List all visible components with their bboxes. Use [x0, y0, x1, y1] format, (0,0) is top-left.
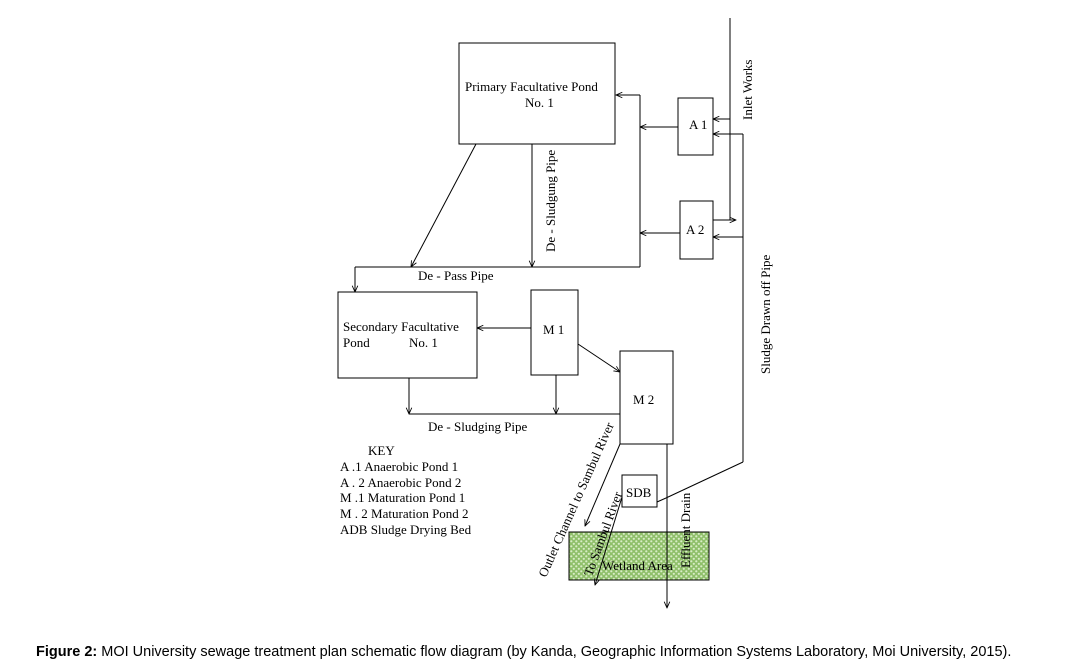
key-item: M . 2 Maturation Pond 2	[340, 506, 469, 521]
anaerobic-pond-a2	[679, 200, 714, 260]
de-sludging-pipe-bottom-label: De - Sludging Pipe	[428, 419, 528, 434]
a1-label: A 1	[689, 117, 707, 132]
wetland-label: Wetland Area	[602, 558, 673, 573]
primary-pond-line1: Primary Facultative Pond	[465, 79, 598, 94]
key-item: A . 2 Anaerobic Pond 2	[340, 475, 461, 490]
secondary-facultative-pond	[337, 291, 478, 379]
primary-pond-line2: No. 1	[525, 95, 554, 110]
anaerobic-outflow-pipes	[616, 95, 680, 267]
secondary-pond-line1: Secondary Facultative	[343, 319, 459, 334]
maturation-pond-m2	[619, 350, 674, 445]
secondary-pond-line2b: No. 1	[409, 335, 438, 350]
wetland-area	[568, 531, 710, 581]
m1-label: M 1	[543, 322, 564, 337]
sludge-drying-bed	[621, 474, 658, 508]
sludge-drawn-off-pipe	[656, 134, 744, 503]
key-item: ADB Sludge Drying Bed	[340, 522, 472, 537]
inlet-works-pipe	[713, 18, 736, 220]
m1-to-m2-pipe	[577, 343, 620, 372]
figure-label: Figure 2:	[36, 644, 98, 660]
key-item: M .1 Maturation Pond 1	[340, 490, 465, 505]
m2-label: M 2	[633, 392, 654, 407]
key-legend: KEY A .1 Anaerobic Pond 1 A . 2 Anaerobi…	[340, 443, 472, 537]
sdb-label: SDB	[626, 485, 652, 500]
primary-facultative-pond	[458, 42, 616, 145]
de-sludging-pipe-bottom	[409, 375, 620, 414]
figure-caption-text: MOI University sewage treatment plan sch…	[97, 644, 1012, 660]
sludge-drawn-off-label: Sludge Drawn off Pipe	[758, 254, 773, 374]
figure-caption: Figure 2: MOI University sewage treatmen…	[36, 644, 1011, 660]
key-title: KEY	[368, 443, 395, 458]
a2-label: A 2	[686, 222, 704, 237]
primary-to-bypass-pipe	[411, 143, 477, 267]
key-item: A .1 Anaerobic Pond 1	[340, 459, 458, 474]
outlet-channel-pipe	[585, 443, 621, 526]
maturation-pond-m1	[530, 289, 579, 376]
effluent-drain-label: Effluent Drain	[678, 492, 693, 568]
secondary-pond-line2a: Pond	[343, 335, 370, 350]
de-pass-pipe	[355, 266, 640, 292]
de-sludging-pipe-top-label: De - Sludgung Pipe	[543, 150, 558, 252]
to-sambul-river-pipe	[595, 496, 623, 585]
inlet-works-label: Inlet Works	[740, 60, 755, 120]
de-pass-pipe-label: De - Pass Pipe	[418, 268, 494, 283]
